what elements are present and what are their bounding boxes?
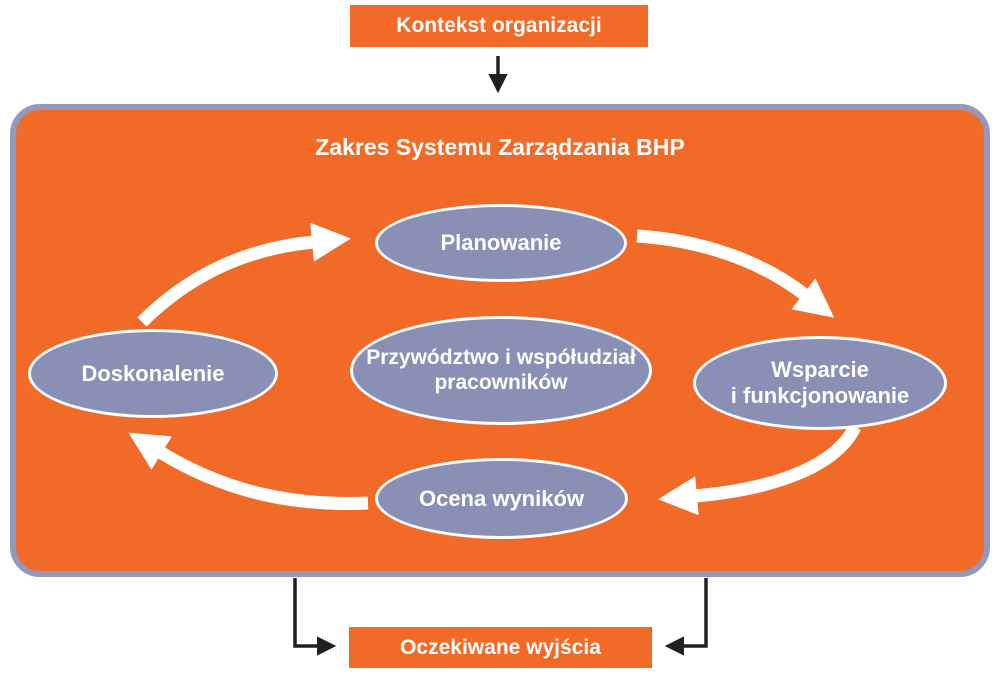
system-to-output-right-arrow (664, 578, 708, 656)
node-planowanie-label: Planowanie (440, 230, 562, 256)
node-wsparcie-line1: Wsparcie (771, 357, 869, 383)
node-przywodztwo-line2: pracowników (434, 370, 568, 394)
node-ocena-wynikow: Ocena wyników (375, 458, 628, 539)
node-doskonalenie: Doskonalenie (28, 329, 278, 418)
node-przywodztwo: Przywództwo i współudział pracowników (350, 316, 652, 425)
context-box: Kontekst organizacji (350, 5, 648, 47)
output-label: Oczekiwane wyjścia (400, 635, 601, 659)
node-przywodztwo-line1: Przywództwo i współudział (366, 345, 636, 369)
node-wsparcie-line2: i funkcjonowanie (730, 383, 910, 408)
system-scope-title: Zakres Systemu Zarządzania BHP (315, 134, 685, 160)
node-wsparcie: Wsparcie i funkcjonowanie (693, 336, 947, 430)
system-to-output-left-arrow (293, 578, 337, 656)
node-doskonalenie-label: Doskonalenie (81, 360, 225, 386)
output-box: Oczekiwane wyjścia (349, 627, 652, 668)
node-ocena-wynikow-label: Ocena wyników (418, 485, 585, 511)
node-planowanie: Planowanie (375, 204, 627, 282)
context-label: Kontekst organizacji (396, 14, 602, 37)
